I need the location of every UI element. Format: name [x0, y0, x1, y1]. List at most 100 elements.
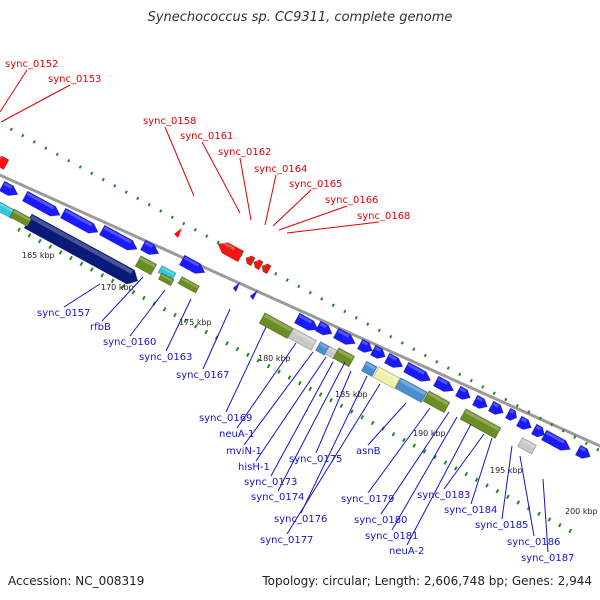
scale-tick-outer [136, 196, 140, 201]
scale-tick-inner [391, 432, 396, 437]
scale-label-200-kbp: 200 kbp [565, 507, 598, 516]
scale-tick-inner [79, 261, 84, 267]
scale-label-180-kbp: 180 kbp [258, 354, 291, 363]
cds-forward [487, 400, 504, 415]
scale-tick-inner [329, 397, 333, 403]
cds-forward [178, 254, 206, 274]
cds-light-gray-feature [517, 437, 537, 455]
cds-olive-feature-highlight [13, 210, 31, 222]
cds-forward-shape [530, 423, 545, 438]
cds-forward-highlight [374, 346, 382, 352]
leader-line-sync_0165 [272, 189, 312, 227]
cds-forward-highlight [388, 354, 398, 361]
cds-forward [515, 415, 532, 430]
cds-forward-shape [332, 327, 356, 345]
leader-line-sync_0152 [0, 69, 28, 113]
cds-olive-feature-highlight [263, 314, 292, 332]
cds-forward [59, 207, 99, 234]
scale-tick-outer [101, 177, 105, 182]
cds-forward-highlight [3, 182, 13, 189]
scale-tick-outer [170, 215, 174, 220]
gene-label-sync_0177: sync_0177 [260, 535, 313, 546]
scale-tick-inner [194, 324, 198, 329]
scale-tick-inner [308, 386, 313, 392]
scale-tick-inner [173, 312, 177, 318]
scale-tick-inner [464, 471, 469, 477]
scale-tick-inner [547, 517, 552, 522]
cds-forward-shape [98, 224, 138, 251]
cds-forward-shape [314, 320, 333, 336]
gene-label-sync_0153: sync_0153 [48, 74, 101, 85]
cds-olive-feature [422, 390, 451, 414]
cds-forward [471, 394, 488, 409]
leader-line-sync_0164 [264, 174, 277, 226]
gene-label-sync_0169: sync_0169 [199, 413, 252, 424]
scale-tick-inner [433, 454, 437, 460]
scale-tick-inner [204, 329, 209, 335]
cds-forward-shape [59, 207, 99, 234]
cds-forward [139, 239, 160, 255]
gene-label-sync_0180: sync_0180 [354, 515, 407, 526]
scale-tick-outer [205, 234, 209, 238]
scale-tick-outer [469, 378, 473, 383]
cds-steel-blue-feature [360, 360, 378, 377]
topology-text: Topology: circular; Length: 2,606,748 bp… [262, 574, 592, 588]
cds-forward-highlight [319, 322, 328, 329]
cds-forward-small [250, 290, 258, 300]
cds-sync-0160-block-highlight [161, 266, 175, 276]
scale-tick-outer [377, 328, 381, 333]
scale-tick-inner [110, 278, 115, 284]
cds-forward-highlight [183, 256, 200, 267]
cds-olive-feature-highlight [161, 274, 173, 282]
scale-label-165-kbp: 165 kbp [22, 251, 55, 260]
scale-tick-outer [550, 422, 554, 427]
scale-tick-outer [55, 152, 59, 157]
gene-label-sync_0173: sync_0173 [244, 477, 297, 488]
leader-line-rfbB [101, 276, 144, 322]
cds-forward-highlight [437, 377, 448, 385]
scale-tick-inner [58, 250, 63, 255]
leader-line-sync_0157 [63, 283, 101, 308]
cds-cyan-feature-highlight [0, 203, 15, 214]
scale-tick-outer [297, 284, 301, 289]
scale-tick-inner [121, 284, 125, 289]
cds-forward-highlight [520, 417, 528, 423]
gene-label-sync_0157: sync_0157 [37, 308, 90, 319]
leader-line-sync_0163 [165, 298, 192, 352]
cds-olive-feature-shape [459, 408, 502, 439]
cds-olive-feature [157, 272, 175, 287]
scale-tick-outer [78, 165, 82, 169]
scale-tick-outer [239, 253, 243, 257]
scale-tick-outer [147, 202, 151, 207]
scale-tick-inner [402, 437, 406, 443]
leader-line-mviN-1 [243, 351, 314, 446]
cds-forward [530, 423, 545, 438]
gene-label-sync_0158: sync_0158 [143, 116, 196, 127]
cds-forward-highlight [492, 402, 500, 408]
cds-olive-feature [9, 208, 33, 227]
leader-line-sync_0168 [286, 221, 380, 234]
scale-tick-inner [277, 369, 281, 375]
cds-olive-feature-shape [332, 347, 356, 368]
cds-forward-highlight [459, 387, 467, 393]
leader-line-sync_0167 [202, 308, 231, 370]
map-title: Synechococcus sp. CC9311, complete genom… [147, 10, 453, 25]
scale-tick-outer [446, 366, 450, 370]
scale-tick-inner [27, 233, 32, 238]
cds-forward [293, 312, 319, 331]
scale-tick-outer [400, 341, 404, 345]
scale-tick-outer [527, 410, 531, 414]
cds-forward [432, 375, 455, 392]
scale-tick-outer [216, 240, 220, 245]
scale-tick-inner [17, 227, 21, 232]
scale-tick-inner [474, 477, 479, 482]
gene-label-sync_0183: sync_0183 [417, 490, 470, 501]
cds-reverse-shape [217, 242, 245, 263]
scale-tick-outer [343, 309, 347, 314]
cds-forward-shape [383, 352, 404, 368]
scale-tick-outer [285, 278, 289, 282]
leader-line-sync_0161 [201, 141, 241, 214]
cds-forward-shape [402, 361, 432, 382]
leader-line-sync_0185 [501, 445, 513, 520]
scale-label-190-kbp: 190 kbp [413, 429, 446, 438]
